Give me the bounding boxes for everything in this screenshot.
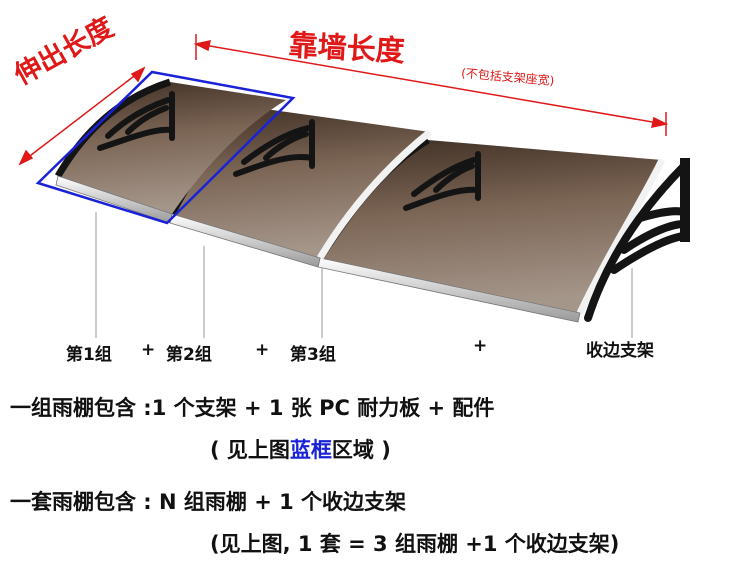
- support-bracket-3: [403, 151, 481, 211]
- group-1-caption: 第1组: [66, 345, 112, 365]
- plus-sign-1: +: [141, 340, 156, 360]
- blue-box-highlight: 蓝框: [289, 438, 332, 462]
- set-contents-line: 一套雨棚包含 : N 组雨棚 + 1 个收边支架: [10, 490, 407, 514]
- extension-length-dimension: [18, 66, 146, 166]
- guide-lines: [95, 212, 633, 338]
- highlight-frame: [35, 70, 296, 225]
- reference-suffix: 区域 ): [331, 438, 391, 462]
- wall-length-label: 靠墙长度: [287, 27, 406, 69]
- group-3-caption: 第3组: [290, 345, 336, 365]
- support-bracket-1: [97, 91, 175, 151]
- set-contents-reference: (见上图, 1 套 = 3 组雨棚 +1 个收边支架): [210, 532, 620, 556]
- plus-sign-3: +: [473, 336, 488, 356]
- plus-sign-2: +: [255, 340, 270, 360]
- support-bracket-2: [233, 119, 315, 177]
- edge-bracket: [584, 158, 690, 322]
- wall-length-dimension: [193, 34, 669, 136]
- group-contents-line: 一组雨棚包含 :1 个支架 + 1 张 PC 耐力板 + 配件: [10, 396, 495, 420]
- group-2-caption: 第2组: [166, 345, 212, 365]
- reference-prefix: ( 见上图: [210, 438, 290, 462]
- edge-bracket-caption: 收边支架: [586, 341, 654, 361]
- group-contents-reference: ( 见上图蓝框区域 ): [210, 434, 391, 464]
- awning-illustration: [18, 34, 690, 338]
